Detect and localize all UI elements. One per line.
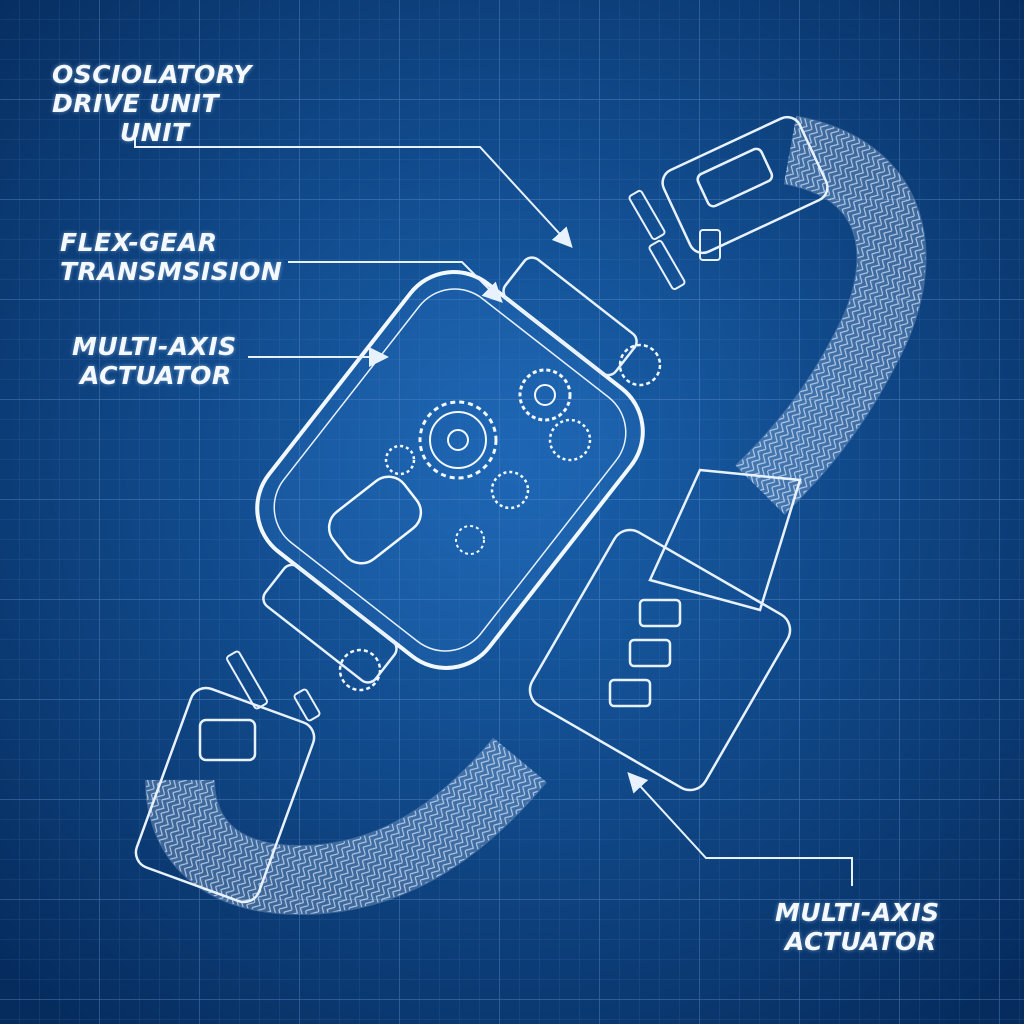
leader-osciolatory xyxy=(134,138,573,248)
leader-multi-axis-bottom xyxy=(627,772,853,886)
label-multi-axis-left: MULTI-AXIS ACTUATOR xyxy=(72,332,237,390)
label-line: FLEX-GEAR xyxy=(60,228,218,257)
strap-links xyxy=(134,115,829,904)
label-osciolatory: OSCIOLATORY DRIVE UNIT UNIT xyxy=(52,60,252,147)
gear-train xyxy=(327,343,662,692)
label-line: UNIT xyxy=(120,118,190,147)
label-multi-axis-bottom: MULTI-AXIS ACTUATOR xyxy=(775,898,940,956)
label-line: MULTI-AXIS xyxy=(775,898,940,927)
label-line: ACTUATOR xyxy=(785,927,937,956)
label-line: MULTI-AXIS xyxy=(72,332,237,361)
label-flex-gear: FLEX-GEAR TRANSMSISION xyxy=(60,228,282,286)
label-line: ACTUATOR xyxy=(80,361,232,390)
leader-flex-gear xyxy=(288,261,503,303)
watch-body xyxy=(255,256,645,684)
label-line: TRANSMSISION xyxy=(60,257,283,286)
pins xyxy=(226,189,721,722)
leader-lines xyxy=(134,138,853,886)
label-line: OSCIOLATORY xyxy=(52,60,252,89)
label-line: DRIVE UNIT xyxy=(52,89,220,118)
woven-band xyxy=(145,115,927,916)
